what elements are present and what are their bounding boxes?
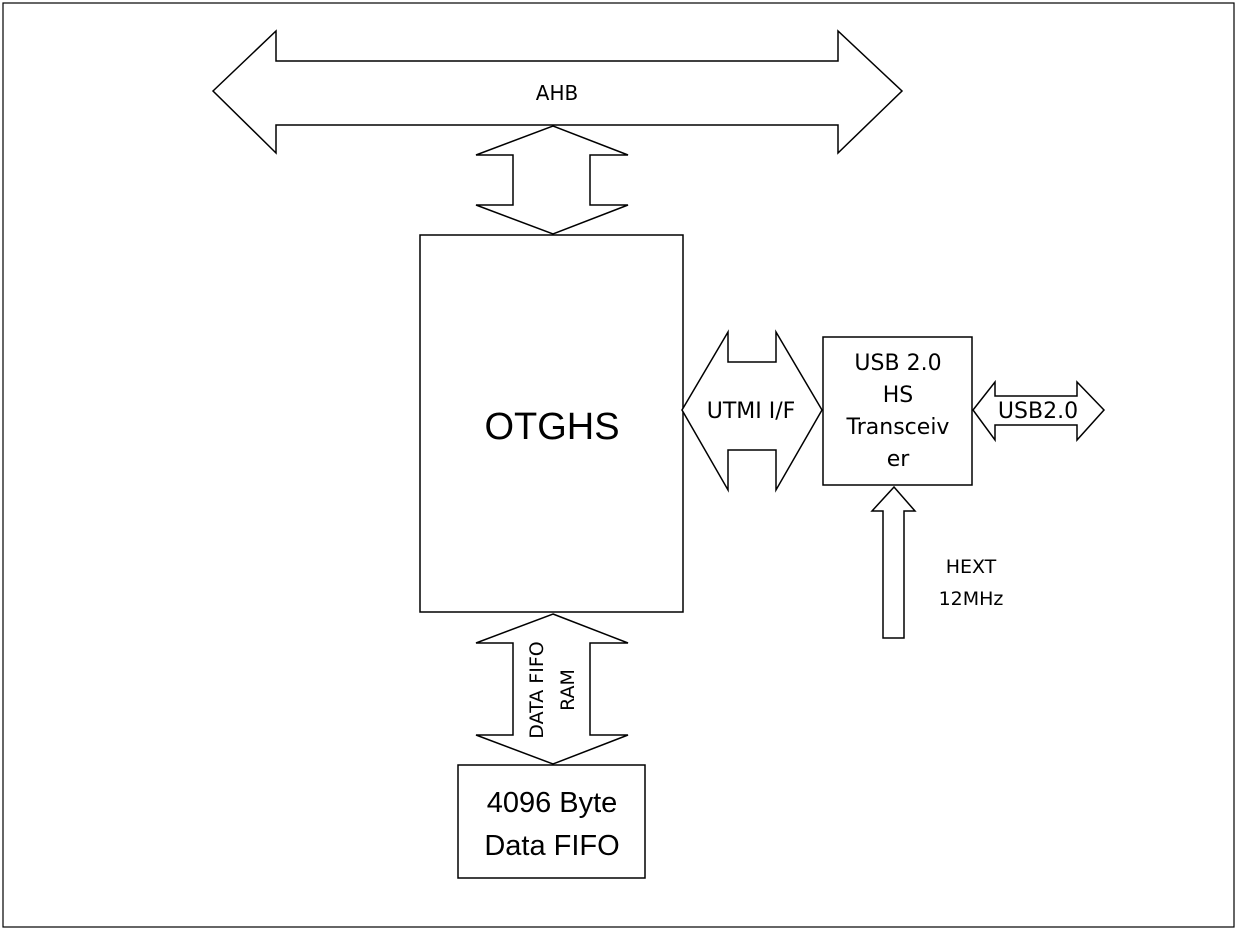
otghs-label: OTGHS bbox=[484, 406, 619, 448]
data-fifo-line-2: Data FIFO bbox=[484, 830, 619, 862]
ahb-otghs-link-arrow bbox=[475, 125, 629, 235]
fifo-link-line-2: RAM bbox=[557, 669, 579, 711]
ahb-bus-arrow bbox=[211, 29, 904, 155]
fifo-link-line-1: DATA FIFO bbox=[526, 641, 548, 738]
hext-label-line-2: 12MHz bbox=[939, 588, 1004, 610]
otghs-core-block bbox=[419, 234, 684, 613]
transceiver-line-4: er bbox=[887, 447, 911, 472]
usb2-label: USB2.0 bbox=[998, 399, 1078, 424]
transceiver-line-3: Transceiv bbox=[846, 415, 950, 440]
data-fifo-line-1: 4096 Byte bbox=[487, 787, 618, 819]
transceiver-line-2: HS bbox=[883, 383, 914, 408]
data-fifo-block bbox=[457, 764, 646, 879]
usb-transceiver-block bbox=[822, 336, 973, 486]
utmi-label: UTMI I/F bbox=[707, 399, 796, 424]
hext-label-line-1: HEXT bbox=[946, 556, 997, 578]
transceiver-line-1: USB 2.0 bbox=[854, 351, 941, 376]
utmi-interface-arrow bbox=[681, 329, 823, 493]
hext-clock-arrow bbox=[870, 485, 917, 639]
fifo-ram-link-arrow bbox=[475, 613, 629, 765]
ahb-label: AHB bbox=[536, 81, 578, 105]
usb2-port-arrow bbox=[972, 379, 1106, 443]
